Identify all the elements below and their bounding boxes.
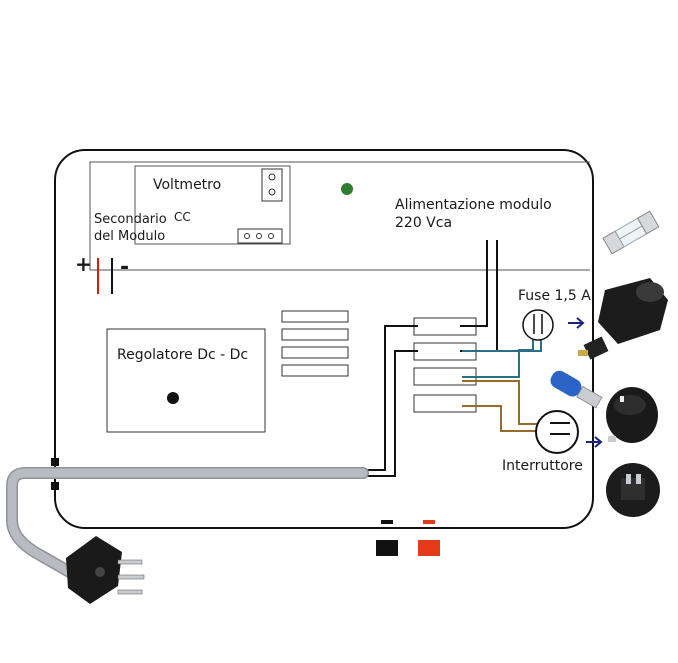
voltmeter-pin xyxy=(244,233,250,239)
voltmeter-label: Voltmetro xyxy=(153,177,221,193)
mains-cable-core xyxy=(7,468,368,583)
terminal-slot xyxy=(281,328,349,341)
red-terminal xyxy=(418,540,440,556)
supply-wire xyxy=(460,240,488,327)
secondary-label-line1: Secondario xyxy=(94,212,167,227)
regulator-box xyxy=(106,328,266,433)
arrow-right-icon xyxy=(568,317,585,329)
plus-label: + xyxy=(75,252,92,276)
voltmeter-pin xyxy=(256,233,262,239)
italian-plug-icon xyxy=(66,536,145,604)
voltmeter-pin xyxy=(268,233,274,239)
terminal-slot xyxy=(281,364,349,377)
regulator-potentiometer xyxy=(167,392,179,404)
module-box xyxy=(89,161,590,270)
minus-label: - xyxy=(120,255,129,280)
fuse-holder-icon xyxy=(578,278,668,360)
terminal-block xyxy=(413,394,477,413)
cable-clamp xyxy=(51,458,59,466)
switch-symbol xyxy=(535,410,579,454)
mains-wire xyxy=(363,325,418,471)
rocker-switch-icon xyxy=(606,387,658,443)
spade-connector-icon xyxy=(550,370,603,409)
voltmeter-connector-bottom xyxy=(237,228,283,244)
cable-clamp xyxy=(51,482,59,490)
green-led xyxy=(341,183,353,195)
regulator-label: Regolatore Dc - Dc xyxy=(117,347,248,363)
terminal-slot xyxy=(281,310,349,323)
red-terminal-tab xyxy=(423,520,435,524)
black-terminal-tab xyxy=(381,520,393,524)
voltmeter-pin xyxy=(268,188,276,196)
terminal-slot xyxy=(281,346,349,359)
supply-label-line2: 220 Vca xyxy=(395,215,452,231)
switch-label: Interruttore xyxy=(502,458,583,474)
fuse-symbol xyxy=(522,309,554,341)
supply-label-line1: Alimentazione modulo xyxy=(395,197,552,213)
mains-cable xyxy=(6,467,369,584)
voltmeter-connector-top xyxy=(261,168,283,202)
black-terminal xyxy=(376,540,398,556)
mains-wire xyxy=(363,350,418,477)
switch-wire xyxy=(462,380,548,425)
voltmeter-pin xyxy=(268,173,276,181)
cc-label: CC xyxy=(174,210,191,224)
arrow-right-icon xyxy=(586,436,603,448)
fuse-label: Fuse 1,5 A xyxy=(518,288,591,304)
glass-fuse-icon xyxy=(602,210,660,255)
switch-wire xyxy=(462,405,548,432)
secondary-label-line2: del Modulo xyxy=(94,229,165,244)
rocker-switch-back-icon xyxy=(606,463,660,517)
